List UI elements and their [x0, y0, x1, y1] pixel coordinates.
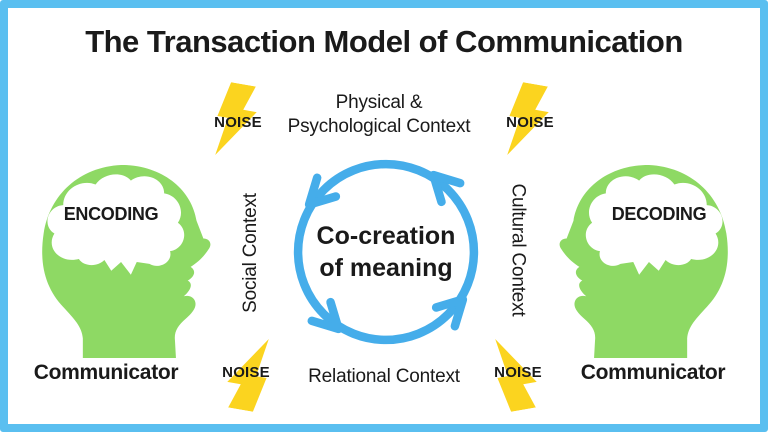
context-cultural-wrap: Cultural Context [498, 155, 538, 345]
receiver-head: DECODING [552, 162, 740, 358]
decoding-label: DECODING [611, 204, 707, 224]
cycle-arrows-circle-icon [293, 159, 479, 345]
head-profile-icon [42, 164, 211, 358]
noise-group-top-right: NOISE [494, 82, 566, 160]
context-social: Social Context [240, 193, 261, 313]
lightning-bolt-icon [495, 338, 537, 412]
context-relational: Relational Context [308, 366, 460, 387]
lightning-bolt-icon [507, 82, 549, 156]
co-creation-line1: Co-creation [316, 222, 456, 250]
noise-label: NOISE [506, 113, 554, 131]
context-cultural: Cultural Context [508, 183, 529, 317]
noise-group-top-left: NOISE [202, 82, 274, 160]
lightning-bolt-icon [215, 82, 257, 156]
cycle-arrowhead-icon [304, 173, 341, 209]
context-physical-psychological: Physical & Psychological Context [254, 91, 504, 140]
co-creation-text: Co-creation of meaning [282, 148, 490, 356]
noise-group-bottom-left: NOISE [210, 334, 282, 412]
co-creation-line2: of meaning [319, 254, 453, 282]
noise-label: NOISE [222, 363, 270, 381]
context-social-wrap: Social Context [231, 158, 271, 348]
noise-label: NOISE [214, 113, 262, 131]
sender-communicator-label: Communicator [33, 361, 179, 384]
noise-group-bottom-right: NOISE [482, 334, 554, 412]
sender-head: ENCODING [30, 162, 218, 358]
cycle-arrowhead-icon [307, 297, 343, 334]
head-profile-icon [559, 164, 728, 358]
encoding-label: ENCODING [63, 204, 159, 224]
page-title: The Transaction Model of Communication [85, 24, 683, 59]
cycle-arrowhead-icon [429, 170, 465, 207]
cycle-arrowhead-icon [431, 295, 468, 331]
context-top-line1: Physical & [335, 92, 423, 113]
noise-label: NOISE [494, 363, 542, 381]
lightning-bolt-icon [227, 338, 269, 412]
receiver-communicator-label: Communicator [580, 361, 726, 384]
context-top-line2: Psychological Context [287, 116, 471, 138]
